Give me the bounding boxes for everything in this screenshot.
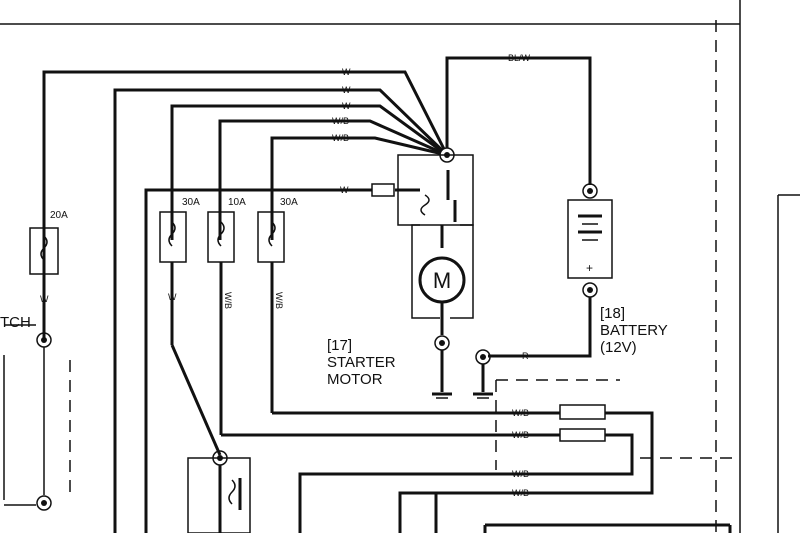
starter-label-2: MOTOR bbox=[327, 371, 383, 388]
starter-ref: [17] bbox=[327, 337, 352, 354]
starter-motor: M bbox=[418, 256, 466, 399]
label-w-b-lower1: W/B bbox=[512, 408, 529, 418]
fuse-3 bbox=[257, 211, 285, 413]
lower-wires bbox=[221, 379, 740, 533]
label-w2: W bbox=[342, 85, 351, 95]
harness-wires bbox=[42, 56, 592, 533]
label-w-relay: W bbox=[340, 185, 349, 195]
fuse-2 bbox=[207, 211, 235, 435]
fuse-1 bbox=[159, 211, 187, 345]
starter-relay bbox=[371, 154, 474, 319]
wire-labels: BL/W W W W W/B W/B W W W W/B W/B R W/B W… bbox=[40, 53, 531, 498]
label-w-b-lower2: W/B bbox=[512, 430, 529, 440]
starter-label-1: STARTER bbox=[327, 354, 396, 371]
label-w-b1: W/B bbox=[332, 116, 349, 126]
label-w3: W bbox=[342, 101, 351, 111]
label-r-batt: R bbox=[522, 351, 529, 361]
label-w-left: W bbox=[40, 294, 49, 304]
battery-label-1: BATTERY bbox=[600, 322, 668, 339]
battery-ref: [18] bbox=[600, 305, 625, 322]
fuse-2-rating: 10A bbox=[228, 197, 246, 208]
ground-terminal bbox=[473, 349, 493, 399]
label-w-f1: W bbox=[168, 292, 177, 302]
battery-label-2: (12V) bbox=[600, 339, 637, 356]
switch-label: TCH bbox=[0, 314, 31, 331]
battery-plus: + bbox=[586, 261, 593, 275]
label-w1: W bbox=[342, 67, 351, 77]
fuse-1-rating: 30A bbox=[182, 197, 200, 208]
label-w-b2: W/B bbox=[332, 133, 349, 143]
label-bl-w: BL/W bbox=[508, 53, 531, 63]
label-w-b-f3: W/B bbox=[274, 292, 284, 309]
label-w-b-lower3: W/B bbox=[512, 469, 529, 479]
left-switch bbox=[3, 324, 71, 511]
battery: + bbox=[488, 183, 613, 358]
main-fuse-rating: 20A bbox=[50, 210, 68, 221]
motor-symbol: M bbox=[433, 268, 451, 293]
lower-relay bbox=[170, 344, 251, 534]
label-w-b-f2: W/B bbox=[223, 292, 233, 309]
fuse-3-rating: 30A bbox=[280, 197, 298, 208]
label-w-b-lower4: W/B bbox=[512, 488, 529, 498]
main-fuse bbox=[29, 227, 59, 335]
